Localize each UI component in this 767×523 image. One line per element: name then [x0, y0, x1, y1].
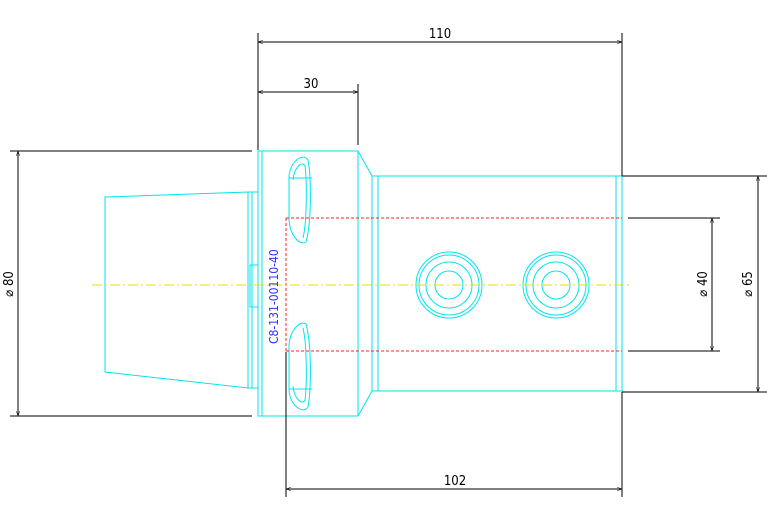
drive-key [249, 264, 259, 308]
dim-body-diameter: ⌀ 65 [741, 271, 756, 297]
dim-bore-depth: 102 [444, 474, 466, 489]
part-number-label: C8-131-00110-40 [267, 249, 281, 344]
flange-slot-bottom [288, 322, 312, 411]
taper-shank [104, 191, 249, 389]
part-outline [104, 150, 623, 417]
dim-flange-diameter: ⌀ 80 [2, 271, 17, 297]
flange-slot-top [288, 156, 312, 244]
body-cylinder [371, 175, 623, 392]
dim-flange-length: 30 [304, 77, 319, 92]
dimensions: 110 30 102 ⌀ 80 ⌀ 40 ⌀ 65 [2, 27, 767, 497]
dim-overall-length: 110 [429, 27, 451, 42]
dim-bore-diameter: ⌀ 40 [696, 271, 711, 297]
